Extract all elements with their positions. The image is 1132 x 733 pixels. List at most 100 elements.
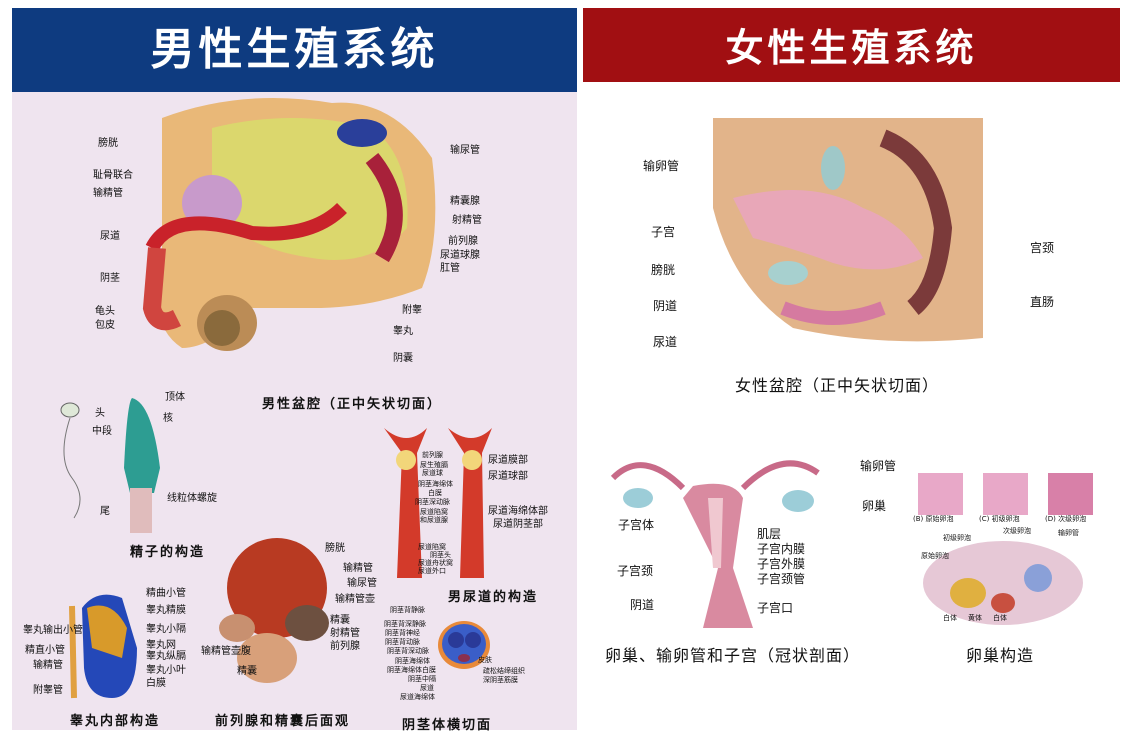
testis-label: 精直小管	[25, 645, 65, 656]
uterus-label: 子宫外膜	[757, 557, 806, 571]
penis-section-label: 阴茎背神经	[385, 629, 420, 637]
pelvis-caption: 男性盆腔（正中矢状切面）	[262, 397, 443, 412]
uterus-label: 阴道	[630, 598, 655, 612]
uterus-illustration	[610, 460, 820, 628]
pelvis-label: 子宫	[651, 225, 676, 239]
male-illustrations	[60, 98, 492, 699]
testis-label: 睾丸小叶	[146, 665, 186, 676]
sperm-label: 头	[95, 408, 105, 419]
penis-section-label: 阴茎背深动脉	[387, 647, 429, 655]
penis-section-illustration	[438, 621, 490, 669]
urethra-label: 和尿道腺	[420, 516, 448, 524]
uterus-label: 肌层	[757, 527, 782, 541]
pelvis-label: 前列腺	[448, 236, 478, 247]
prostate-label: 精囊	[330, 615, 350, 626]
urethra-label: 尿道海绵体部	[488, 506, 548, 517]
ovary-label: 原始卵泡	[921, 552, 949, 560]
testis-label: 精曲小管	[146, 588, 186, 599]
urethra-caption: 男尿道的构造	[448, 590, 539, 605]
pelvis-label: 阴道	[653, 299, 678, 313]
urethra-label: 阴茎海绵体	[418, 480, 453, 488]
pelvis-label: 肛管	[440, 263, 460, 274]
pelvis-label: 睾丸	[393, 326, 413, 337]
pelvis-label: 附睾	[402, 305, 422, 316]
penis-section-label: 深阴茎筋膜	[483, 676, 518, 684]
penis-section-label: 尿道	[420, 684, 434, 692]
urethra-illustration	[384, 428, 492, 578]
pelvis-label: 耻骨联合	[93, 170, 133, 181]
testis-label: 睾丸纵膈	[146, 651, 186, 662]
testis-illustration	[69, 594, 137, 699]
testis-caption: 睾丸内部构造	[70, 714, 161, 729]
ovary-label: (B) 原始卵泡	[913, 515, 954, 523]
testis-label: 输精管	[33, 660, 63, 671]
urethra-label: 阴茎头	[430, 551, 451, 559]
prostate-illustration	[219, 538, 329, 683]
uterus-label: 子宫体	[618, 518, 655, 532]
ovary-caption: 卵巢构造	[966, 646, 1035, 665]
uterus-label: 卵巢	[862, 499, 887, 513]
urethra-label: 尿道外口	[418, 567, 446, 575]
pelvis-label: 输卵管	[643, 159, 680, 173]
prostate-label: 射精管	[330, 628, 360, 639]
urethra-label: 尿道膜部	[488, 455, 528, 466]
pelvis-label: 尿道	[653, 335, 678, 349]
sperm-label: 顶体	[165, 392, 185, 403]
pelvis-label: 直肠	[1030, 295, 1055, 309]
testis-label: 附睾管	[33, 685, 63, 696]
pelvis-label: 膀胱	[98, 138, 118, 149]
prostate-caption: 前列腺和精囊后面观	[215, 714, 351, 729]
uterus-caption: 卵巢、输卵管和子宫（冠状剖面）	[605, 646, 861, 665]
female-panel: 女性生殖系统 输卵管子宫膀胱阴道尿道宫颈直肠女性盆腔（正中	[583, 8, 1120, 730]
urethra-label: 尿生殖膈	[420, 461, 448, 469]
prostate-label: 精囊	[237, 666, 257, 677]
female-title: 女性生殖系统	[583, 8, 1120, 82]
urethra-label: 尿道球	[422, 469, 443, 477]
sperm-label: 中段	[92, 426, 112, 437]
pelvis-label: 宫颈	[1030, 241, 1055, 255]
penis-section-label: 疏松结缔组织	[483, 667, 525, 675]
ovary-label: (C) 初级卵泡	[979, 515, 1020, 523]
penis-section-label: 阴茎中隔	[408, 675, 436, 683]
ovary-label: 白体	[993, 614, 1007, 622]
prostate-label: 膀胱	[325, 543, 345, 554]
uterus-label: 子宫颈管	[757, 572, 806, 586]
pelvis-label: 膀胱	[651, 263, 676, 277]
sperm-illustration	[60, 398, 160, 533]
male-pelvis-illustration	[142, 98, 436, 351]
urethra-label: 尿道球部	[488, 471, 528, 482]
prostate-label: 输尿管	[347, 578, 377, 589]
urethra-label: 前列腺	[422, 451, 443, 459]
pelvis-label: 尿道球腺	[440, 250, 480, 261]
testis-label: 睾丸网	[146, 640, 176, 651]
penis-section-label: 阴茎背深静脉	[384, 620, 426, 628]
uterus-label: 输卵管	[860, 459, 897, 473]
testis-label: 睾丸小隔	[146, 624, 186, 635]
uterus-label: 子宫口	[757, 601, 794, 615]
pelvis-caption: 女性盆腔（正中矢状切面）	[735, 376, 940, 395]
uterus-label: 子宫内膜	[757, 542, 806, 556]
pelvis-label: 射精管	[452, 215, 482, 226]
testis-label: 睾丸精膜	[146, 605, 186, 616]
sperm-label: 核	[163, 413, 173, 424]
pelvis-label: 龟头	[95, 306, 115, 317]
prostate-label: 输精管壶腹	[201, 646, 251, 657]
ovary-label: (D) 次级卵泡	[1045, 515, 1087, 523]
penis-section-label: 阴茎背动脉	[385, 638, 420, 646]
prostate-label: 输精管	[343, 563, 373, 574]
male-title: 男性生殖系统	[12, 8, 577, 92]
pelvis-label: 阴囊	[393, 353, 413, 364]
pelvis-label: 精囊腺	[450, 196, 480, 207]
penis-section-label: 尿道海绵体	[400, 693, 435, 701]
urethra-label: 尿道舟状窝	[418, 559, 453, 567]
pelvis-label: 包皮	[95, 320, 115, 331]
sperm-caption: 精子的构造	[130, 545, 206, 560]
urethra-label: 阴茎深动脉	[415, 498, 450, 506]
ovary-label: 白体	[943, 614, 957, 622]
ovary-label: 初级卵泡	[943, 534, 971, 542]
male-panel: 男性生殖系统	[12, 8, 577, 733]
pelvis-label: 输尿管	[450, 145, 480, 156]
penis-section-label: 阴茎海绵体	[395, 657, 430, 665]
prostate-label: 输精管壶	[335, 594, 375, 605]
uterus-label: 子宫颈	[617, 564, 654, 578]
